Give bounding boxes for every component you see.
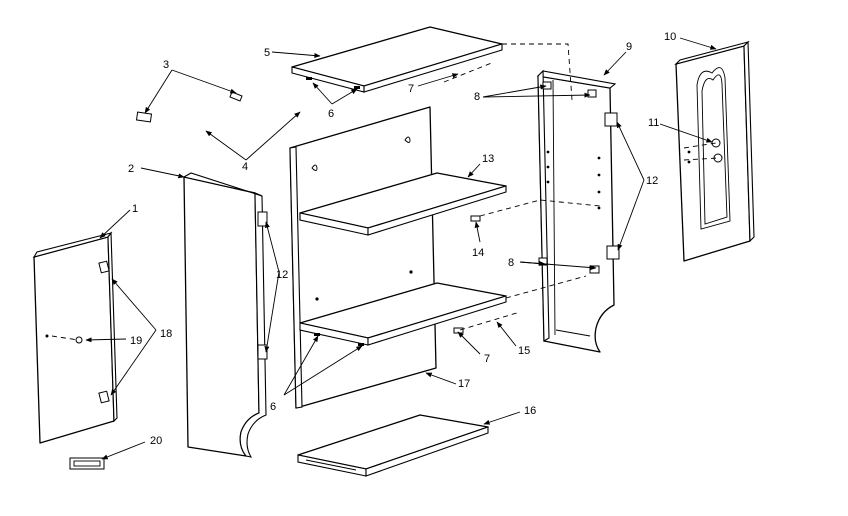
top-panel <box>291 26 503 93</box>
callout-2: 2 <box>128 163 134 175</box>
callout-17: 17 <box>458 378 470 390</box>
callout-7-top: 7 <box>408 83 414 95</box>
callout-11: 11 <box>648 117 659 129</box>
callout-5: 5 <box>264 47 270 59</box>
callout-8-bottom: 8 <box>508 257 514 269</box>
callout-7-bottom: 7 <box>484 353 490 365</box>
callout-9: 9 <box>626 41 632 53</box>
callout-15: 15 <box>518 345 530 357</box>
callout-10: 10 <box>664 31 676 43</box>
callout-19: 19 <box>130 335 142 347</box>
left-side-panel <box>182 172 268 458</box>
callout-12-left: 12 <box>276 269 288 281</box>
bottom-panel <box>297 414 489 477</box>
callout-16: 16 <box>524 405 536 417</box>
callout-18: 18 <box>160 328 172 340</box>
callout-1: 1 <box>132 203 138 215</box>
callout-8-top: 8 <box>474 91 480 103</box>
left-door <box>32 231 118 444</box>
callout-6-top: 6 <box>328 108 334 120</box>
callout-4: 4 <box>242 161 248 173</box>
callout-14: 14 <box>472 247 484 259</box>
upper-shelf <box>299 172 507 236</box>
leader-lines <box>85 37 717 460</box>
back-panel <box>289 106 437 409</box>
callout-13: 13 <box>482 153 494 165</box>
callout-12-right: 12 <box>646 175 658 187</box>
callout-3: 3 <box>163 59 169 71</box>
assembly-lines <box>51 43 719 341</box>
right-side-panel <box>536 69 620 353</box>
right-door <box>674 40 755 262</box>
lower-shelf <box>299 282 507 346</box>
callout-6-bottom: 6 <box>270 401 276 413</box>
callout-labels: 1 2 3 4 5 6 7 8 9 10 11 12 13 14 8 15 7 … <box>128 31 676 447</box>
callout-20: 20 <box>150 435 162 447</box>
